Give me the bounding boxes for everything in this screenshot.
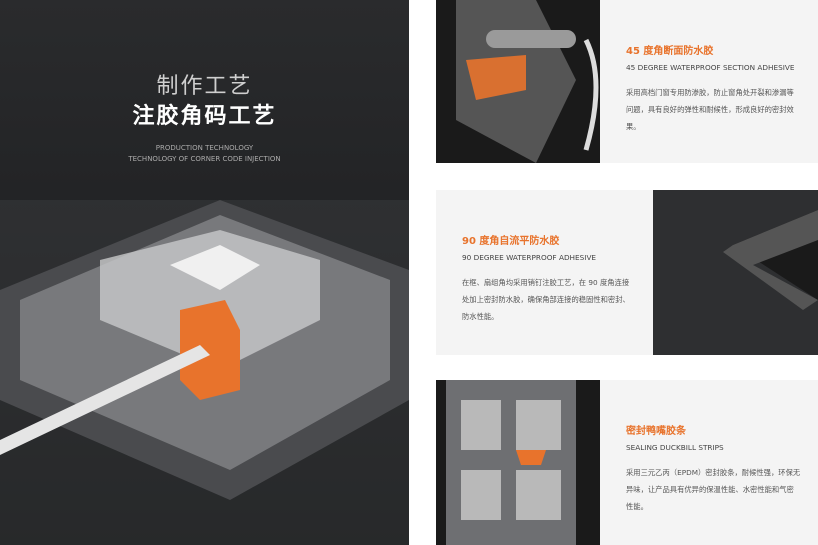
feature-card-45-degree: 45 度角断面防水胶 45 DEGREE WATERPROOF SECTION … — [436, 0, 818, 163]
feature-english: SEALING DUCKBILL STRIPS — [626, 443, 724, 452]
feature-card-90-degree: 90 度角自流平防水胶 90 DEGREE WATERPROOF ADHESIV… — [436, 190, 818, 355]
feature-english: 45 DEGREE WATERPROOF SECTION ADHESIVE — [626, 63, 795, 72]
feature-image-duckbill-strips — [436, 380, 600, 545]
feature-english: 90 DEGREE WATERPROOF ADHESIVE — [462, 253, 597, 262]
corner-injection-illustration — [0, 200, 409, 545]
hero-title: 注胶角码工艺 — [132, 104, 277, 129]
feature-heading: 密封鸭嘴胶条 — [626, 426, 686, 437]
hero-title-light: 制作工艺 — [156, 74, 253, 99]
feature-heading: 90 度角自流平防水胶 — [462, 236, 560, 247]
hero-panel: 制作工艺 注胶角码工艺 PRODUCTION TECHNOLOGY TECHNO… — [0, 0, 409, 545]
feature-heading: 45 度角断面防水胶 — [626, 46, 714, 57]
feature-image-45-degree — [436, 0, 600, 163]
feature-description: 在框、扇组角均采用销钉注胶工艺，在 90 度角连接处加上密封防水胶，确保角部连接… — [462, 278, 630, 321]
hero-subtitle-2: TECHNOLOGY OF CORNER CODE INJECTION — [128, 155, 281, 163]
feature-description: 采用三元乙丙（EPDM）密封胶条，耐候性强，环保无异味，让产品具有优异的保温性能… — [626, 468, 801, 511]
feature-image-90-degree — [653, 190, 818, 355]
feature-card-duckbill-strips: 密封鸭嘴胶条 SEALING DUCKBILL STRIPS 采用三元乙丙（EP… — [436, 380, 818, 545]
hero-subtitle-1: PRODUCTION TECHNOLOGY — [155, 144, 254, 152]
feature-description: 采用高档门窗专用防渗胶，防止窗角处开裂和渗漏等问题，具有良好的弹性和耐候性，形成… — [626, 88, 794, 131]
